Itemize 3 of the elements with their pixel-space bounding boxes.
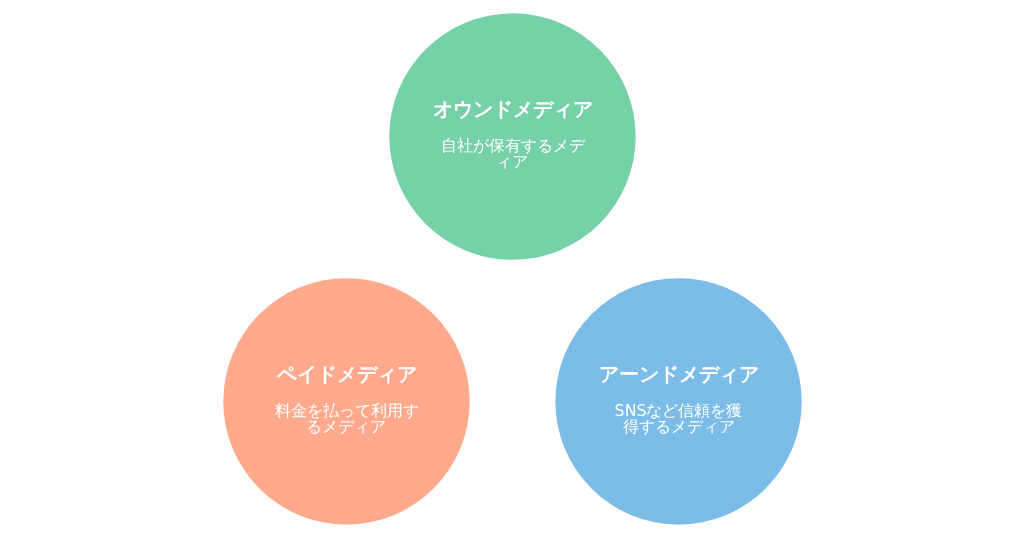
node-circle: アーンドメディア SNSなど信頼を獲得するメディア [554, 278, 802, 525]
node-circle: オウンドメディア 自社が保有するメディア [388, 13, 636, 260]
node-circle: ペイドメディア 料金を払って利用するメディア [222, 278, 470, 525]
